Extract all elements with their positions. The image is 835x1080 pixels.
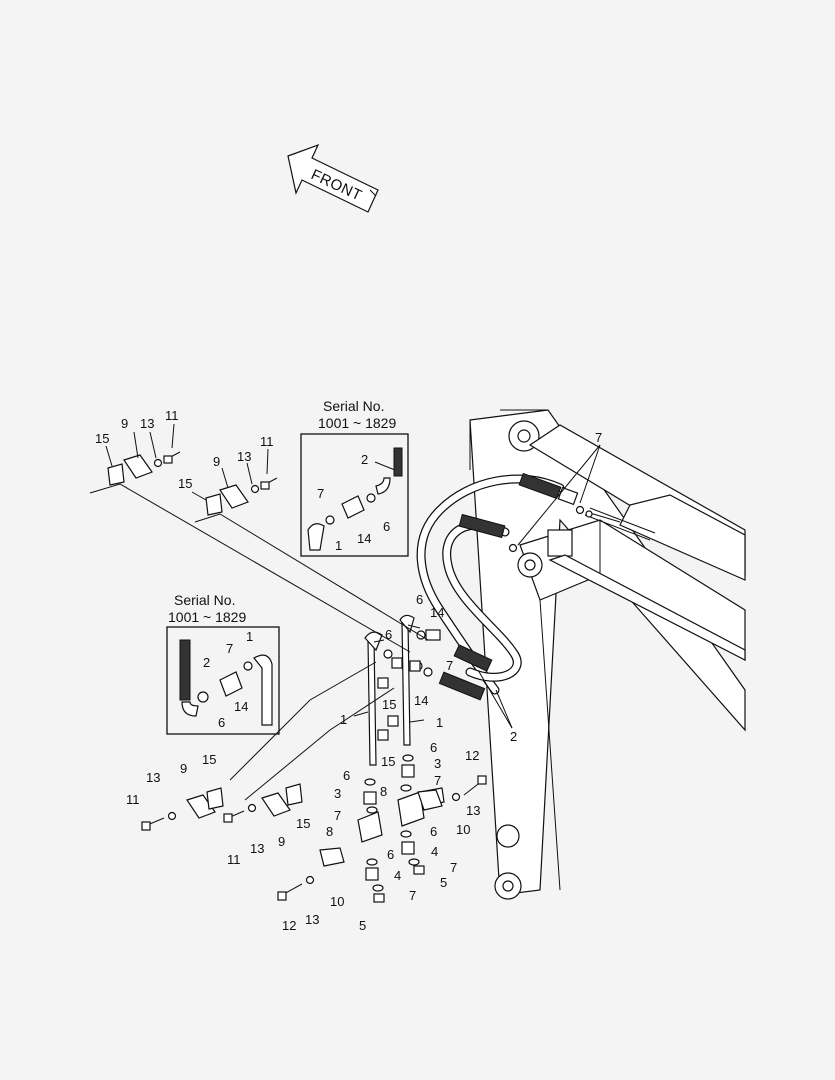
callout-6: 6 <box>430 824 437 839</box>
inset-top-header-line2: 1001 ~ 1829 <box>318 415 396 431</box>
callout-14: 14 <box>430 605 444 620</box>
callout-6: 6 <box>430 740 437 755</box>
callout-15: 15 <box>381 754 395 769</box>
callout-9: 9 <box>278 834 285 849</box>
inset-left-header-line2: 1001 ~ 1829 <box>168 609 246 625</box>
callout-1: 1 <box>340 712 347 727</box>
callout-3: 3 <box>334 786 341 801</box>
callout-7: 7 <box>334 808 341 823</box>
callout-13: 13 <box>146 770 160 785</box>
callout-1: 1 <box>436 715 443 730</box>
inset-serial-left: Serial No. 1001 ~ 1829 <box>166 592 280 735</box>
callout-7: 7 <box>409 888 416 903</box>
callout-13: 13 <box>466 803 480 818</box>
callout-8: 8 <box>326 824 333 839</box>
callout-11: 11 <box>126 792 140 807</box>
callout-10: 10 <box>330 894 344 909</box>
callout-9: 9 <box>213 454 220 469</box>
callout-11: 11 <box>165 408 179 423</box>
callout-1: 1 <box>246 629 253 644</box>
callout-7: 7 <box>450 860 457 875</box>
inset-serial-top: Serial No. 1001 ~ 1829 <box>300 398 409 557</box>
callout-2: 2 <box>361 452 368 467</box>
callout-9: 9 <box>121 416 128 431</box>
steel-pipes <box>364 614 441 766</box>
callout-11: 11 <box>227 852 241 867</box>
callout-6: 6 <box>218 715 225 730</box>
callout-4: 4 <box>431 844 438 859</box>
callout-1: 1 <box>335 538 342 553</box>
callout-8: 8 <box>380 784 387 799</box>
callout-3: 3 <box>434 756 441 771</box>
callout-5: 5 <box>359 918 366 933</box>
callout-7: 7 <box>595 430 602 445</box>
callout-2: 2 <box>510 729 517 744</box>
inset-top-frame <box>300 433 409 557</box>
lower-fittings <box>319 754 445 903</box>
callout-13: 13 <box>305 912 319 927</box>
callout-14: 14 <box>234 699 248 714</box>
callout-7: 7 <box>434 773 441 788</box>
callout-6: 6 <box>343 768 350 783</box>
callout-labels: 9 13 11 15 11 9 13 15 2 7 6 14 1 7 1 7 2… <box>95 408 602 933</box>
front-direction-arrow: FRONT <box>287 143 379 213</box>
callout-11: 11 <box>260 434 274 449</box>
callout-4: 4 <box>394 868 401 883</box>
callout-15: 15 <box>382 697 396 712</box>
callout-13: 13 <box>250 841 264 856</box>
arm-cylinder <box>528 424 746 661</box>
inset-left-frame <box>166 626 280 735</box>
callout-2: 2 <box>203 655 210 670</box>
callout-15: 15 <box>178 476 192 491</box>
callout-6: 6 <box>387 847 394 862</box>
callout-15: 15 <box>95 431 109 446</box>
callout-6: 6 <box>385 627 392 642</box>
callout-7: 7 <box>317 486 324 501</box>
callout-9: 9 <box>180 761 187 776</box>
hydraulic-hoses <box>416 472 621 701</box>
callout-13: 13 <box>237 449 251 464</box>
callout-14: 14 <box>414 693 428 708</box>
inset-left-header-line1: Serial No. <box>174 592 235 608</box>
callout-10: 10 <box>456 822 470 837</box>
callout-5: 5 <box>440 875 447 890</box>
callout-6: 6 <box>416 592 423 607</box>
callout-7: 7 <box>226 641 233 656</box>
callout-12: 12 <box>465 748 479 763</box>
callout-15: 15 <box>202 752 216 767</box>
callout-6: 6 <box>383 519 390 534</box>
callout-13: 13 <box>140 416 154 431</box>
inset-top-header-line1: Serial No. <box>323 398 384 414</box>
callout-12: 12 <box>282 918 296 933</box>
callout-15: 15 <box>296 816 310 831</box>
leader-lines <box>89 423 601 801</box>
clamps-and-bolts <box>107 451 487 901</box>
callout-7: 7 <box>446 658 453 673</box>
callout-14: 14 <box>357 531 371 546</box>
